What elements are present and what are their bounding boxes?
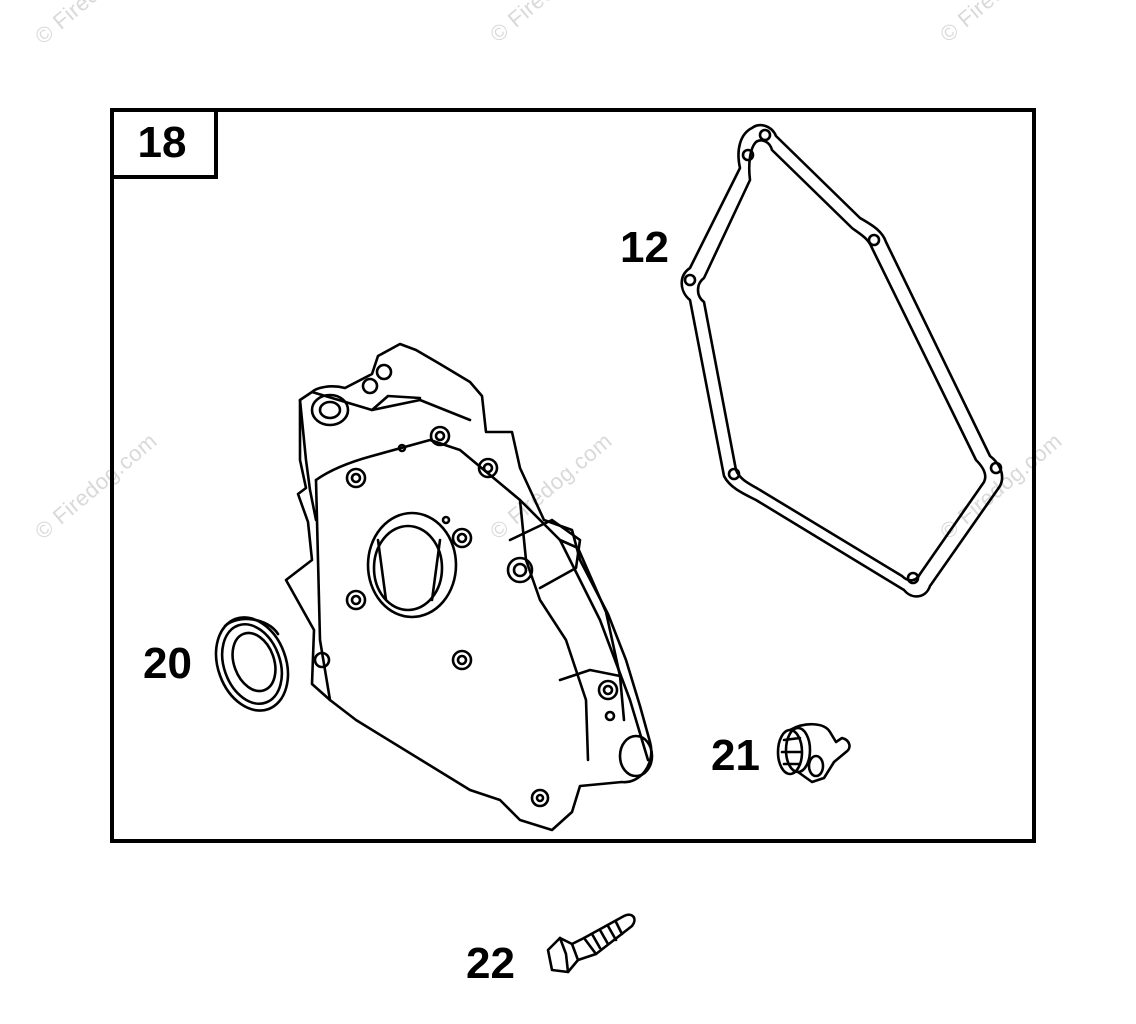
crankcase-cover-part[interactable]: [284, 342, 654, 832]
callout-21: 21: [711, 731, 760, 780]
callout-20: 20: [143, 639, 192, 688]
assembly-frame: [110, 108, 1036, 843]
assembly-ref-label: 18: [137, 118, 187, 167]
bolt-part-22[interactable]: [546, 913, 636, 974]
callout-22: 22: [466, 939, 515, 988]
assembly-tag: 18: [110, 108, 218, 179]
callout-12: 12: [620, 223, 669, 272]
oil-seal-part-20[interactable]: [204, 607, 301, 720]
gasket-part-12[interactable]: [680, 123, 1004, 598]
fitting-part-21[interactable]: [776, 722, 851, 784]
